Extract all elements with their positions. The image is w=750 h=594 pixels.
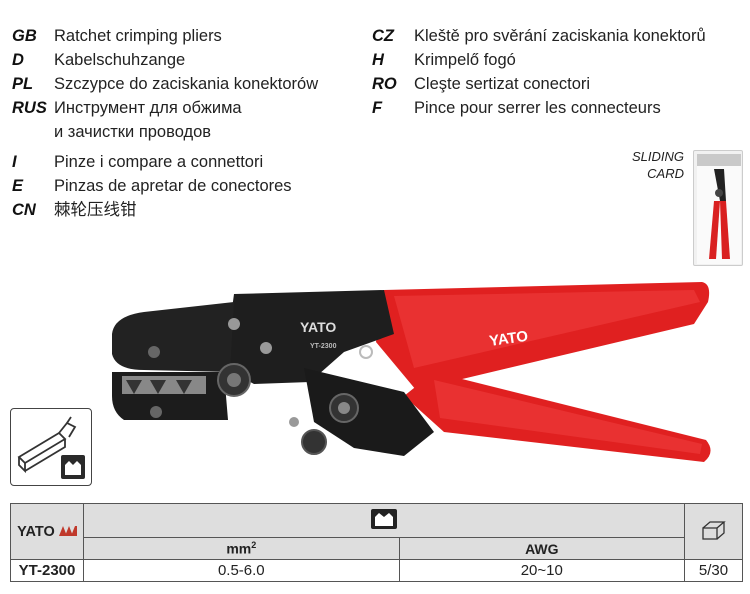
qty-cell: 5/30 bbox=[684, 559, 743, 582]
crimping-pliers-image: YATO YT-2300 YATO bbox=[112, 282, 711, 462]
lang-text: Pinze i compare a connettori bbox=[54, 153, 264, 171]
lang-code: CZ bbox=[372, 27, 394, 45]
table-row: YT-2300 0.5-6.0 20~10 5/30 bbox=[10, 559, 743, 582]
lang-code bbox=[12, 120, 54, 144]
packaging-label: SLIDING CARD bbox=[632, 148, 684, 182]
box-header-cell bbox=[684, 503, 743, 560]
brand-logo-icon bbox=[58, 525, 77, 536]
body-brand-text: YATO bbox=[300, 319, 336, 335]
lang-row-rus: RUS Инструмент для обжима bbox=[12, 96, 372, 120]
lang-code: GB bbox=[12, 27, 37, 45]
lang-code: RO bbox=[372, 75, 397, 93]
lang-row-i: I Pinze i compare a connettori bbox=[12, 150, 372, 174]
terminal-symbol-box bbox=[10, 408, 92, 486]
sliding-card-icon bbox=[697, 154, 741, 264]
language-list-left: GB Ratchet crimping pliers D Kabelschuhzan… bbox=[12, 24, 372, 222]
packaging-line2: CARD bbox=[647, 166, 684, 181]
lang-text: Szczypce do zaciskania konektorów bbox=[54, 75, 319, 93]
lang-row-f: F Pince pour serrer les connecteurs bbox=[372, 96, 742, 120]
table-brand-text: YATO bbox=[17, 523, 55, 540]
crimp-profile-icon bbox=[371, 508, 397, 529]
lang-code: RUS bbox=[12, 99, 47, 117]
header-awg: AWG bbox=[398, 537, 686, 560]
lang-text: Kabelschuhzange bbox=[54, 51, 186, 69]
lang-text: Инструмент для обжима bbox=[54, 99, 242, 117]
lang-code: D bbox=[12, 51, 24, 69]
lang-row-ro: RO Cleşte sertizat conectori bbox=[372, 72, 742, 96]
lang-code: H bbox=[372, 51, 384, 69]
lang-row-cz: CZ Kleště pro svěrání zaciskania konektor… bbox=[372, 24, 742, 48]
awg-value-cell: 20~10 bbox=[398, 559, 686, 582]
header-mm-text: mm bbox=[226, 540, 252, 557]
lang-row-h: H Krimpelő fogó bbox=[372, 48, 742, 72]
lang-row-gb: GB Ratchet crimping pliers bbox=[12, 24, 372, 48]
lang-row-rus-cont: и зачистки проводов bbox=[12, 120, 372, 144]
header-mm: mm2 bbox=[83, 537, 400, 560]
lang-code: E bbox=[12, 177, 24, 195]
lang-code: F bbox=[372, 99, 383, 117]
mm-value-cell: 0.5-6.0 bbox=[83, 559, 400, 582]
sliding-card-thumbnail bbox=[693, 150, 743, 266]
lang-text: Pince pour serrer les connecteurs bbox=[414, 99, 661, 117]
model-cell: YT-2300 bbox=[10, 559, 84, 582]
cable-lug-icon bbox=[17, 416, 85, 479]
packaging-line1: SLIDING bbox=[631, 149, 684, 164]
lang-row-cn: CN 棘轮压线钳 bbox=[12, 198, 372, 222]
lang-code: CN bbox=[12, 201, 36, 219]
box-icon bbox=[701, 520, 726, 540]
lang-row-pl: PL Szczypce do zaciskania konektorów bbox=[12, 72, 372, 96]
lang-row-d: D Kabelschuhzange bbox=[12, 48, 372, 72]
lang-code: PL bbox=[12, 75, 34, 93]
spec-table: YATO mm2 AWG YT-2300 0.5-6.0 20~10 bbox=[10, 503, 743, 582]
table-brand-cell: YATO bbox=[10, 503, 84, 560]
crimp-profile-header bbox=[83, 503, 685, 538]
lang-text: Pinzas de apretar de conectores bbox=[54, 177, 292, 195]
lang-text: 棘轮压线钳 bbox=[54, 201, 137, 219]
lang-text: Ratchet crimping pliers bbox=[54, 27, 222, 45]
lang-row-e: E Pinzas de apretar de conectores bbox=[12, 174, 372, 198]
language-list-right: CZ Kleště pro svěrání zaciskania konektor… bbox=[372, 24, 742, 120]
header-mm-sup: 2 bbox=[251, 540, 257, 551]
lang-text: Kleště pro svěrání zaciskania konektorů bbox=[414, 27, 706, 45]
lang-text: Krimpelő fogó bbox=[414, 51, 516, 69]
handle-brand-text: YATO bbox=[488, 328, 529, 350]
lang-text: и зачистки проводов bbox=[54, 123, 212, 141]
body-model-text: YT-2300 bbox=[310, 343, 337, 350]
lang-code: I bbox=[12, 153, 17, 171]
lang-text: Cleşte sertizat conectori bbox=[414, 75, 591, 93]
crimp-profile-icon bbox=[65, 461, 81, 475]
